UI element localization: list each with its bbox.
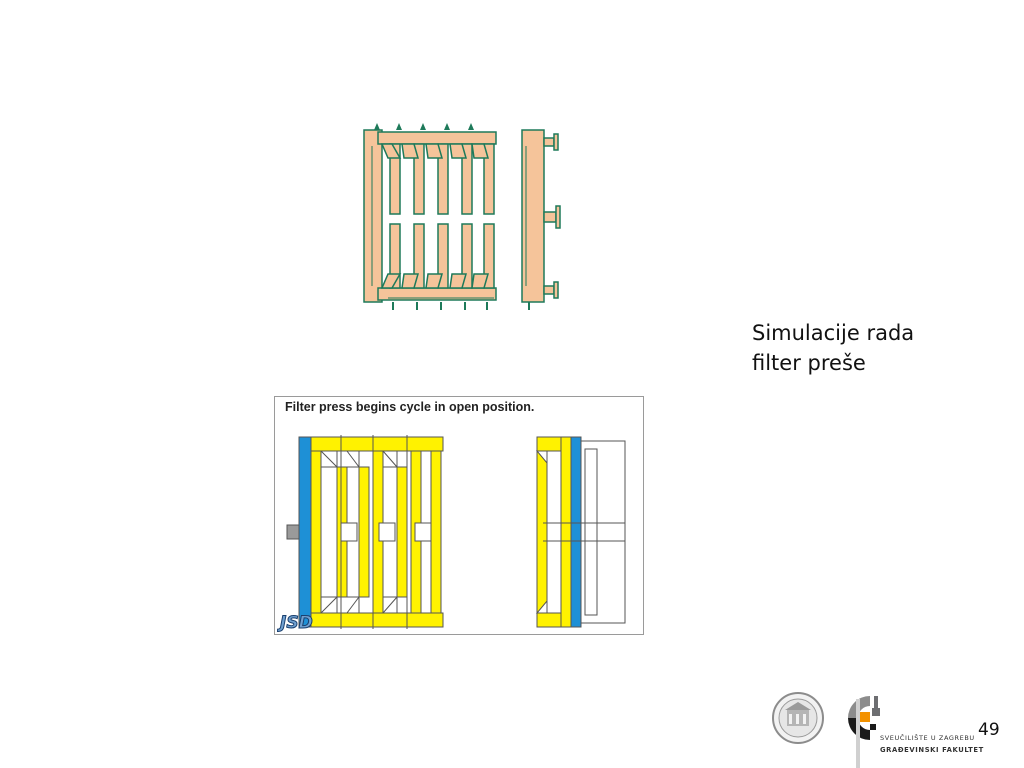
- footer-logos: [772, 692, 880, 768]
- slide-caption: Simulacije rada filter preše: [752, 318, 914, 378]
- animation-frame: Filter press begins cycle in open positi…: [274, 396, 644, 635]
- caption-line-1: Simulacije rada: [752, 321, 915, 345]
- svg-text:JSD: JSD: [277, 613, 313, 633]
- university-name: SVEUČILIŠTE U ZAGREBU: [880, 734, 975, 742]
- faculty-name-text: GRAĐEVINSKI FAKULTET: [880, 746, 984, 754]
- jsd-logo: JSD: [277, 613, 313, 634]
- page-number: 49: [978, 720, 1000, 740]
- faculty-logo-icon: [848, 696, 880, 768]
- filter-press-schematic: [363, 123, 561, 310]
- filter-press-animation: [286, 435, 626, 629]
- animation-title: Filter press begins cycle in open positi…: [285, 400, 535, 414]
- university-seal-icon: [772, 692, 824, 744]
- faculty-name: SVEUČILIŠTE U ZAGREBU GRAĐEVINSKI FAKULT…: [880, 732, 984, 756]
- caption-line-2: filter preše: [752, 351, 866, 375]
